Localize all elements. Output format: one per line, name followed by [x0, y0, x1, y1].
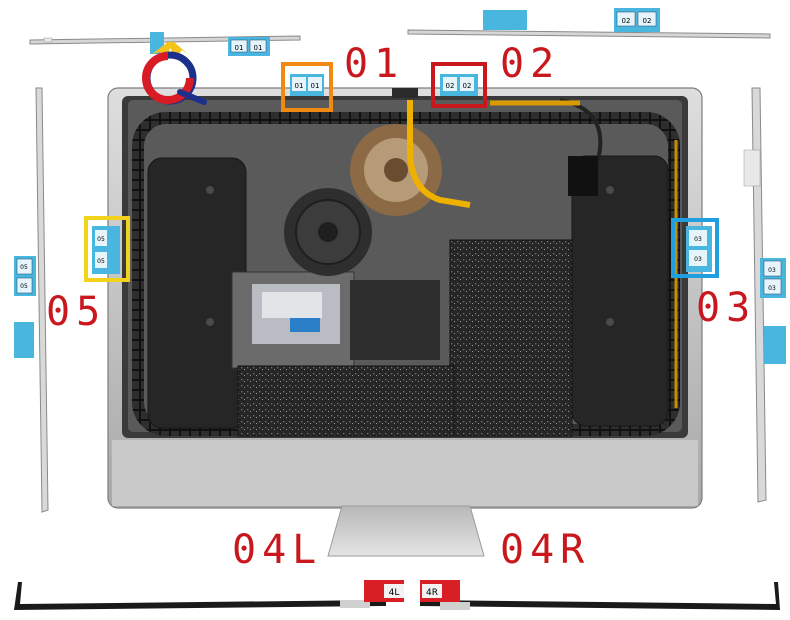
qc-logo [142, 42, 207, 105]
imac-stand [327, 505, 485, 557]
tab-text-02: 02 [446, 82, 455, 90]
strip-label-04l: 04L [232, 527, 323, 573]
tab-text-05: 05 [97, 258, 105, 265]
tab-text-01: 01 [254, 44, 263, 52]
strip-03: 03 03 [743, 87, 786, 503]
tab-text-01: 01 [295, 82, 304, 90]
strip-04r: 4R [420, 580, 780, 610]
tab-text-03: 03 [768, 267, 776, 274]
highlight-01: 01 01 [281, 62, 333, 112]
tape-tab [14, 322, 34, 358]
highlight-05: 05 05 [84, 216, 130, 282]
tab-text-02: 02 [622, 17, 631, 25]
strip-label-02: 02 [500, 41, 561, 87]
strip-04l: 4L [14, 580, 404, 610]
tab-text-03: 03 [694, 236, 702, 243]
tab-text-4l: 4L [389, 588, 400, 598]
tab-text-03: 03 [768, 285, 776, 292]
tab-text-02: 02 [463, 82, 472, 90]
strip-label-04r: 04R [500, 527, 591, 573]
tape-tab [764, 326, 786, 364]
tab-text-01: 01 [235, 44, 244, 52]
highlight-02: 02 02 [431, 62, 487, 108]
tab-text-02: 02 [643, 17, 652, 25]
tab-text-01: 01 [311, 82, 320, 90]
strip-05: 05 05 [14, 87, 49, 513]
strip-label-05: 05 [46, 289, 107, 335]
tape-tab [483, 10, 527, 30]
imac-chassis [107, 87, 703, 509]
tab-text-03: 03 [694, 256, 702, 263]
strip-label-03: 03 [696, 285, 757, 331]
tab-text-05: 05 [97, 236, 105, 243]
tab-text-05: 05 [20, 283, 28, 290]
strip-02: 02 02 [407, 8, 771, 39]
highlight-03: 03 03 [671, 218, 719, 278]
tab-text-4r: 4R [426, 588, 438, 598]
tab-text-05: 05 [20, 264, 28, 271]
strip-label-01: 01 [344, 41, 405, 87]
